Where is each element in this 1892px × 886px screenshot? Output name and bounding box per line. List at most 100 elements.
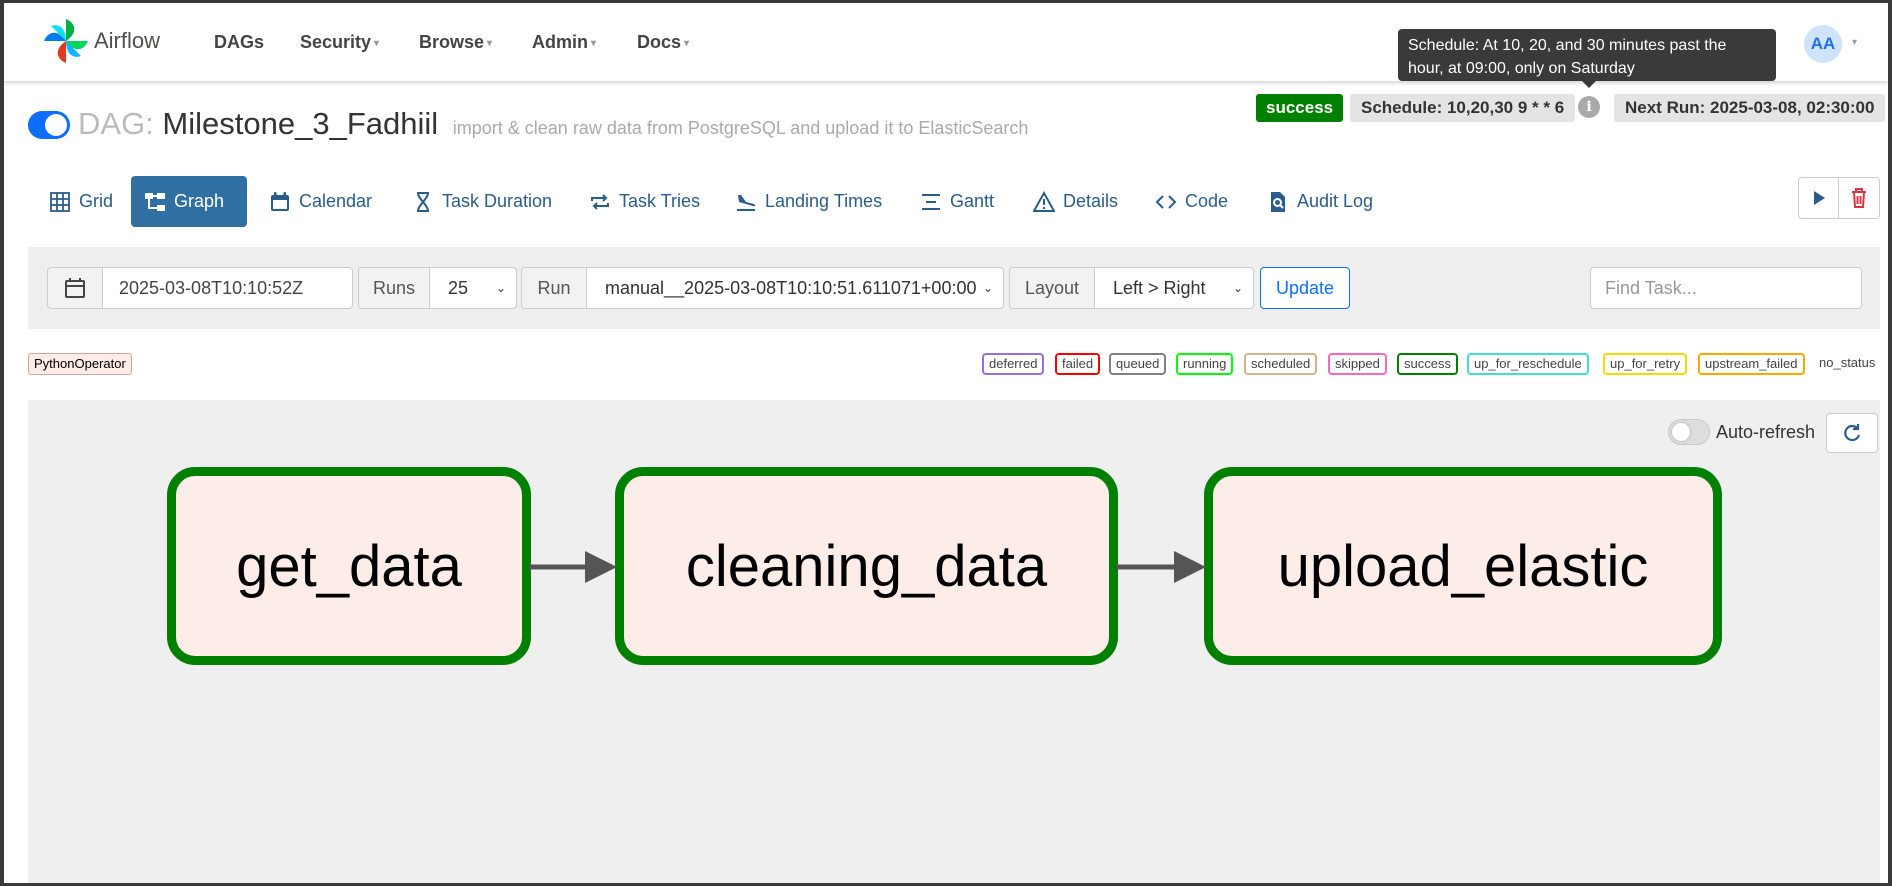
- dag-pause-toggle[interactable]: [28, 111, 70, 139]
- tab-details[interactable]: Details: [1020, 176, 1131, 227]
- legend-skipped[interactable]: skipped: [1328, 353, 1387, 375]
- nav-security[interactable]: Security▾: [300, 32, 379, 53]
- tab-graph[interactable]: Graph: [131, 176, 247, 227]
- hourglass-icon: [417, 191, 429, 212]
- operator-legend: PythonOperator: [28, 353, 132, 375]
- tab-calendar[interactable]: Calendar: [256, 176, 385, 227]
- delete-dag-button[interactable]: [1839, 178, 1879, 218]
- tab-label: Details: [1063, 191, 1119, 211]
- caret-down-icon: ▾: [591, 37, 597, 49]
- chevron-down-icon: ⌄: [1232, 281, 1243, 295]
- tab-label: Grid: [79, 191, 114, 211]
- dag-prefix: DAG:: [78, 106, 154, 141]
- dag-name[interactable]: Milestone_3_Fadhiil: [162, 106, 439, 141]
- pinwheel-icon: [44, 19, 88, 63]
- chevron-down-icon: ⌄: [982, 281, 993, 295]
- layout-value: Left > Right: [1113, 277, 1206, 298]
- refresh-button[interactable]: [1826, 413, 1878, 453]
- legend-up-for-reschedule[interactable]: up_for_reschedule: [1467, 353, 1589, 375]
- task-node-cleaning-data[interactable]: cleaning_data: [615, 467, 1118, 665]
- legend-upstream-failed[interactable]: upstream_failed: [1698, 353, 1805, 375]
- base-date-input[interactable]: 2025-03-08T10:10:52Z: [102, 267, 353, 309]
- run-label: Run: [521, 267, 587, 309]
- edge-arrow: [529, 551, 617, 583]
- runs-label: Runs: [358, 267, 430, 309]
- graph-canvas[interactable]: Auto-refresh get_data cleaning_data uplo…: [28, 400, 1880, 883]
- tab-label: Landing Times: [765, 191, 883, 211]
- nav-browse-label: Browse: [419, 32, 485, 52]
- legend-no-status[interactable]: no_status: [1819, 355, 1876, 370]
- task-node-get-data[interactable]: get_data: [167, 467, 531, 665]
- tab-task-duration[interactable]: Task Duration: [399, 176, 565, 227]
- caret-down-icon[interactable]: ▾: [1852, 37, 1858, 48]
- runs-value: 25: [448, 277, 469, 298]
- legend-success[interactable]: success: [1397, 353, 1458, 375]
- layout-select[interactable]: Left > Right ⌄: [1094, 267, 1254, 309]
- run-value: manual__2025-03-08T10:10:51.611071+00:00: [605, 277, 977, 298]
- nav-admin[interactable]: Admin▾: [532, 32, 596, 53]
- caret-down-icon: ▾: [374, 37, 380, 49]
- update-button[interactable]: Update: [1260, 267, 1351, 309]
- filter-bar: 2025-03-08T10:10:52Z Runs 25⌄ Run manual…: [28, 247, 1880, 329]
- tab-label: Code: [1185, 191, 1229, 211]
- warning-triangle-icon: [1033, 190, 1055, 212]
- user-avatar[interactable]: AA: [1804, 25, 1842, 63]
- auto-refresh-control[interactable]: Auto-refresh: [1668, 419, 1815, 445]
- nav-docs[interactable]: Docs▾: [637, 32, 689, 53]
- task-node-label: get_data: [236, 533, 462, 599]
- run-select[interactable]: manual__2025-03-08T10:10:51.611071+00:00…: [586, 267, 1004, 309]
- refresh-icon: [1844, 424, 1861, 442]
- task-node-upload-elastic[interactable]: upload_elastic: [1204, 467, 1722, 665]
- tab-gantt[interactable]: Gantt: [907, 176, 1007, 227]
- nav-dags[interactable]: DAGs: [214, 32, 264, 53]
- caret-down-icon: ▾: [684, 37, 690, 49]
- airflow-logo[interactable]: Airflow: [42, 17, 160, 65]
- dag-status-badge: success: [1256, 94, 1344, 122]
- info-icon[interactable]: i: [1578, 96, 1600, 118]
- legend-up-for-retry[interactable]: up_for_retry: [1603, 353, 1688, 375]
- trigger-dag-button[interactable]: [1799, 178, 1840, 218]
- tab-audit-log[interactable]: Audit Log: [1254, 176, 1386, 227]
- nav-browse[interactable]: Browse▾: [419, 32, 492, 53]
- nav-dags-label: DAGs: [214, 32, 265, 52]
- legend-scheduled[interactable]: scheduled: [1244, 353, 1318, 375]
- tab-label: Task Tries: [619, 191, 701, 211]
- auto-refresh-switch[interactable]: [1668, 419, 1710, 445]
- layout-label: Layout: [1009, 267, 1095, 309]
- nav-security-label: Security: [300, 32, 372, 52]
- date-picker-button[interactable]: [47, 267, 103, 309]
- dag-title: DAG: Milestone_3_Fadhiil import & clean …: [78, 106, 1028, 142]
- legend-running[interactable]: running: [1176, 353, 1234, 375]
- dag-actions: [1798, 177, 1880, 219]
- tab-task-tries[interactable]: Task Tries: [576, 176, 713, 227]
- play-icon: [1813, 191, 1825, 205]
- audit-log-icon: [1271, 191, 1285, 212]
- schedule-badge: Schedule: 10,20,30 9 * * 6: [1350, 94, 1576, 122]
- legend-deferred[interactable]: deferred: [982, 353, 1045, 375]
- legend-queued[interactable]: queued: [1109, 353, 1167, 375]
- trash-icon: [1852, 188, 1866, 208]
- task-node-label: cleaning_data: [685, 533, 1048, 599]
- calendar-icon: [271, 191, 289, 211]
- edge-arrow: [1116, 551, 1206, 583]
- tab-grid[interactable]: Grid: [36, 176, 126, 227]
- brand-name: Airflow: [94, 28, 161, 53]
- plane-landing-icon: [737, 194, 756, 211]
- legend-failed[interactable]: failed: [1055, 353, 1101, 375]
- dag-description: import & clean raw data from PostgreSQL …: [452, 118, 1029, 138]
- tab-landing-times[interactable]: Landing Times: [722, 176, 895, 227]
- tab-label: Graph: [174, 191, 225, 211]
- runs-select[interactable]: 25⌄: [429, 267, 517, 309]
- caret-down-icon: ▾: [487, 37, 493, 49]
- tab-label: Audit Log: [1297, 191, 1374, 211]
- tab-code[interactable]: Code: [1142, 176, 1241, 227]
- tab-label: Task Duration: [442, 191, 553, 211]
- tab-label: Calendar: [299, 191, 373, 211]
- gantt-icon: [922, 193, 940, 210]
- code-icon: [1155, 194, 1177, 209]
- task-node-label: upload_elastic: [1277, 533, 1649, 599]
- nav-docs-label: Docs: [637, 32, 682, 52]
- nav-admin-label: Admin: [532, 32, 588, 52]
- find-task-input[interactable]: Find Task...: [1590, 267, 1862, 309]
